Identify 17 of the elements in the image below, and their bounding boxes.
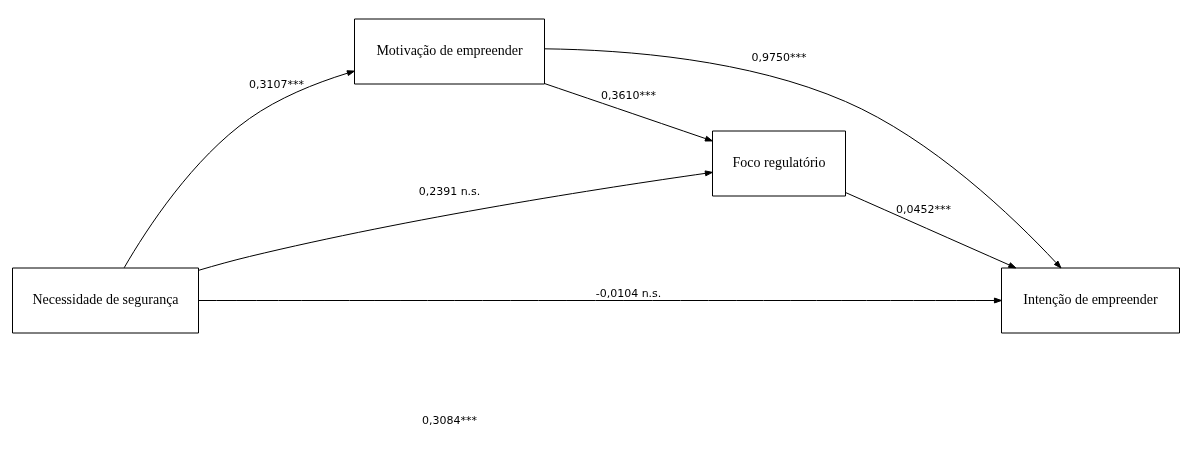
node-box: Intenção de empreender (1001, 267, 1180, 334)
label: 0,3084*** (422, 414, 477, 428)
arrow (198, 170, 713, 271)
edge-label: 0,3610*** (601, 89, 656, 103)
arrow (845, 192, 1017, 269)
edge-label: 0,0452*** (896, 203, 951, 217)
edge-label: -0,0104 n.s. (595, 287, 662, 301)
edge-label: 0,3107*** (249, 78, 304, 92)
arrow (544, 48, 1062, 269)
node-box: Motivação de empreender (354, 18, 545, 85)
arrow (198, 297, 1002, 304)
arrow (123, 70, 355, 269)
node-box: Necessidade de segurança (12, 267, 199, 334)
edge-label: 0,2391 n.s. (418, 185, 481, 199)
edge-label: 0,9750*** (751, 51, 807, 65)
arrow (544, 83, 713, 142)
node-box: Foco regulatório (712, 130, 846, 197)
